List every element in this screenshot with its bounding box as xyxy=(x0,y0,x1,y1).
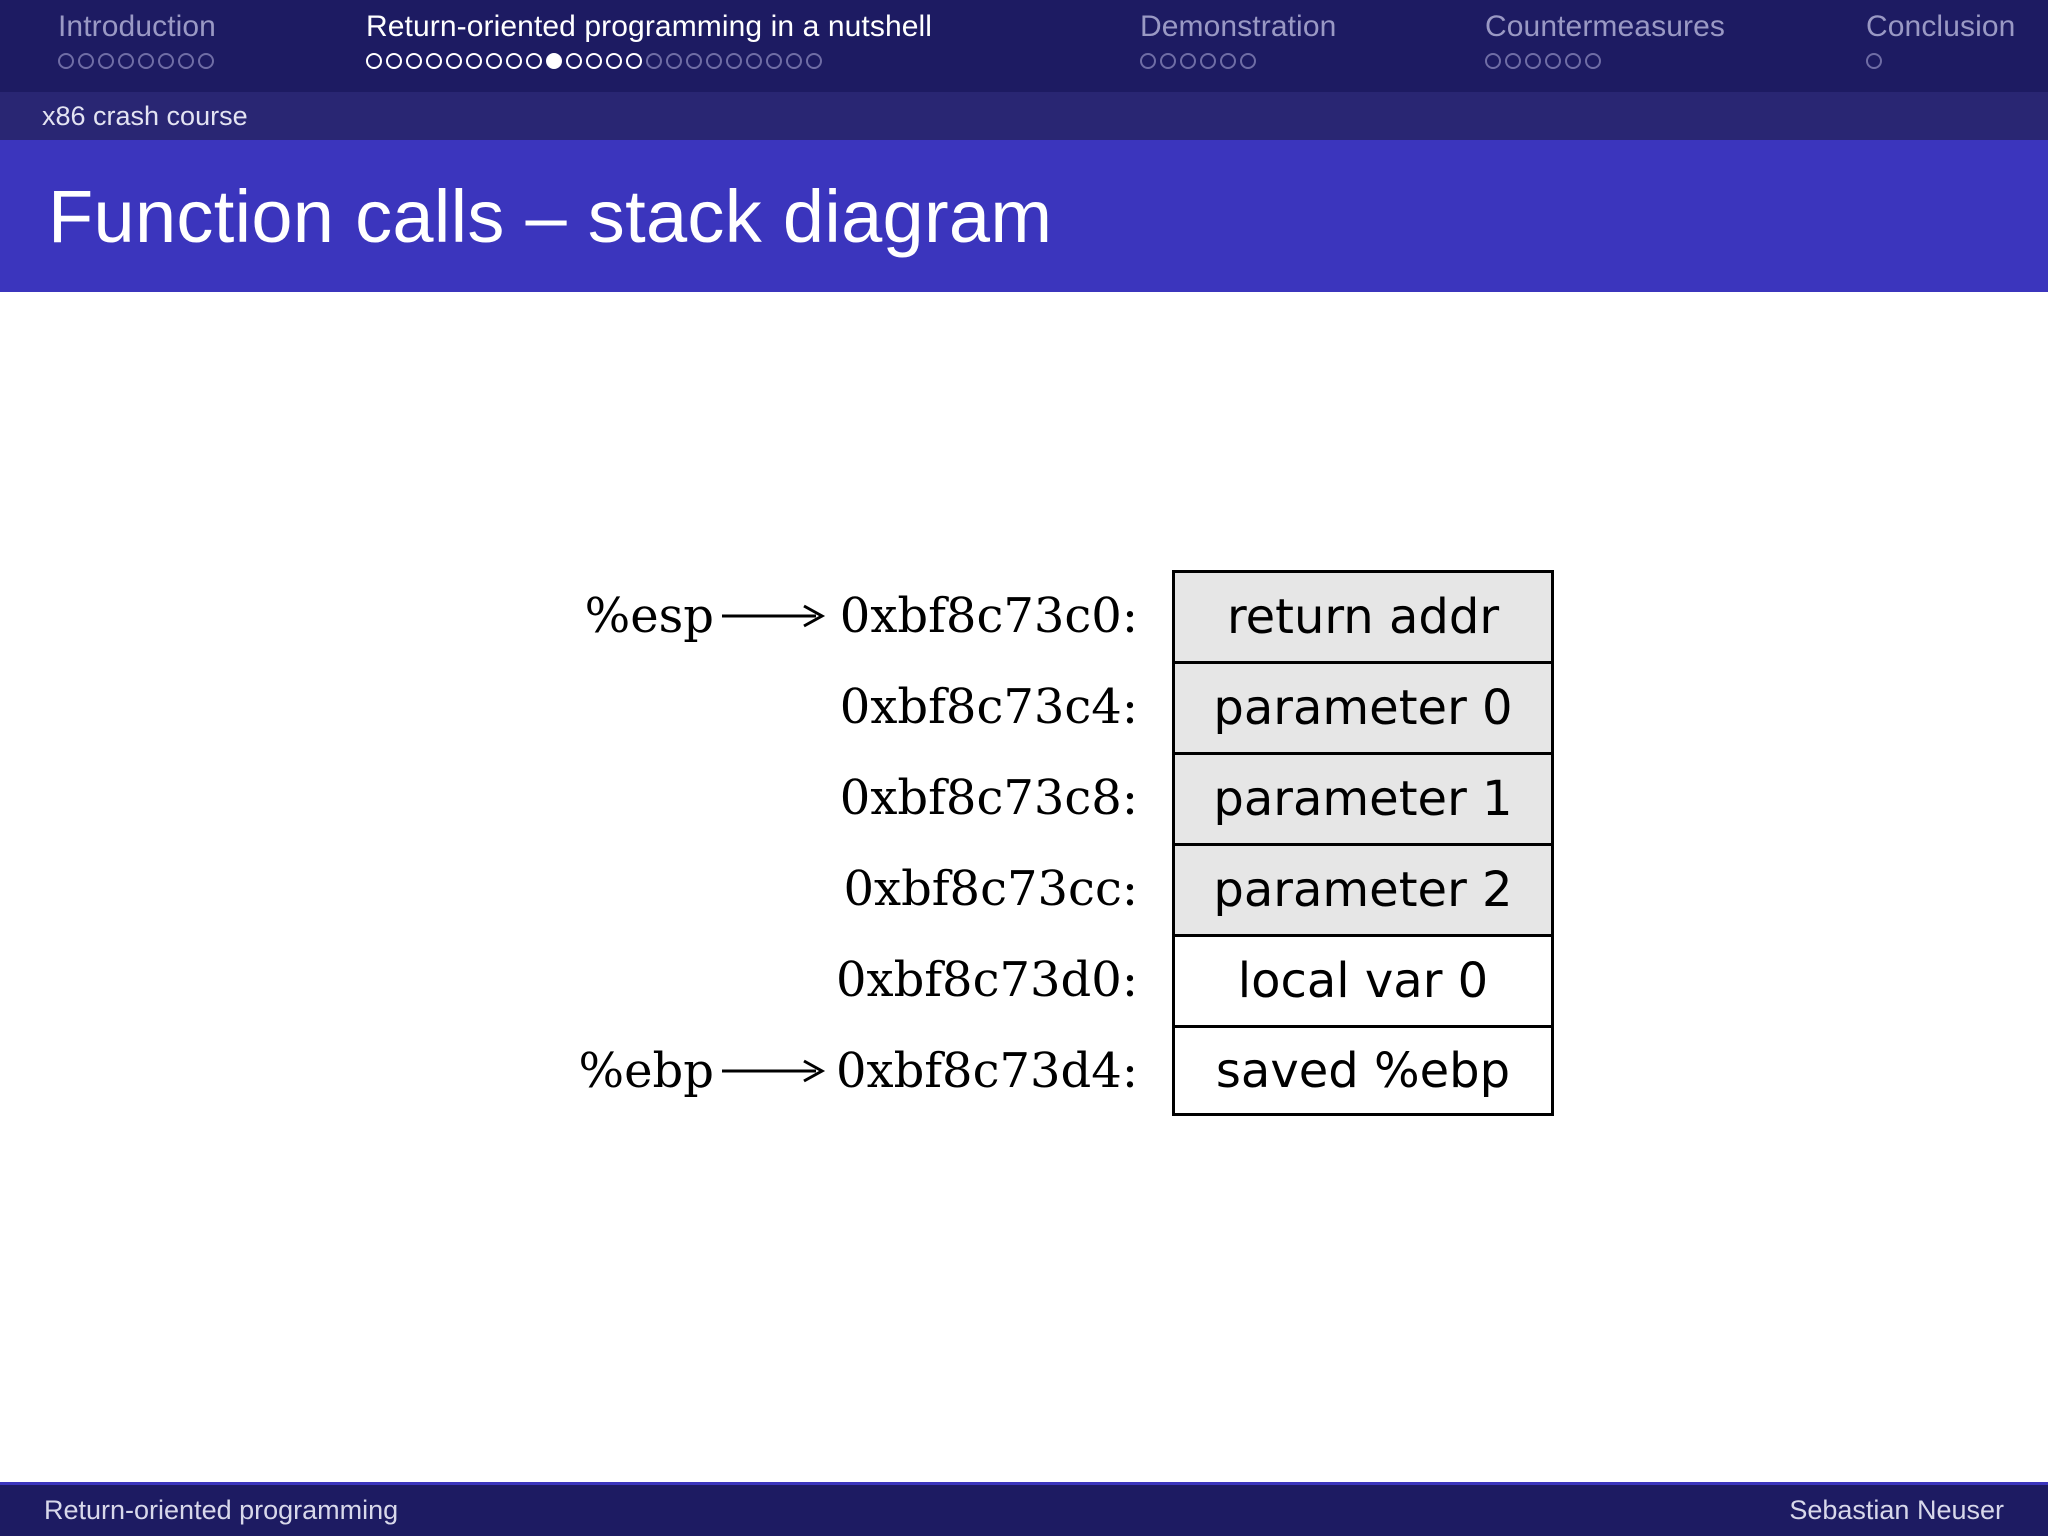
nav-dot-dim-icon[interactable] xyxy=(806,53,822,69)
nav-dot-bright-icon[interactable] xyxy=(486,53,502,69)
stack-row: %esp 0xbf8c73c0: return addr xyxy=(520,570,1554,661)
stack-diagram: %esp 0xbf8c73c0: return addr 0xbf8c73c4: par… xyxy=(520,570,1554,1116)
nav-section-label: Introduction xyxy=(58,10,216,43)
stack-row: 0xbf8c73cc: parameter 2 xyxy=(520,843,1554,934)
nav-dot-bright-icon[interactable] xyxy=(426,53,442,69)
stack-row-register-label xyxy=(520,661,716,752)
nav-dot-bright-icon[interactable] xyxy=(466,53,482,69)
stack-row: %ebp 0xbf8c73d4: saved %ebp xyxy=(520,1025,1554,1116)
footer-presentation-title: Return-oriented programming xyxy=(44,1495,399,1525)
nav-dot-dim-icon[interactable] xyxy=(646,53,662,69)
subsection-bar: x86 crash course xyxy=(0,92,2048,140)
stack-row: 0xbf8c73c8: parameter 1 xyxy=(520,752,1554,843)
nav-dot-dim-icon[interactable] xyxy=(138,53,154,69)
nav-dot-dim-icon[interactable] xyxy=(766,53,782,69)
nav-dot-dim-icon[interactable] xyxy=(1485,53,1501,69)
stack-row-pointer-arrow-icon xyxy=(716,843,834,934)
nav-dot-bright-icon[interactable] xyxy=(526,53,542,69)
slide-footer: Return-oriented programming Sebastian Ne… xyxy=(0,1482,2048,1536)
nav-section-demonstration[interactable]: Demonstration xyxy=(1140,0,1336,74)
slide-body: %esp 0xbf8c73c0: return addr 0xbf8c73c4: par… xyxy=(0,292,2048,1482)
nav-dot-dim-icon[interactable] xyxy=(198,53,214,69)
stack-row-pointer-arrow-icon xyxy=(716,934,834,1025)
stack-cell: parameter 2 xyxy=(1172,843,1554,934)
stack-row: 0xbf8c73d0: local var 0 xyxy=(520,934,1554,1025)
nav-dot-dim-icon[interactable] xyxy=(1866,53,1882,69)
nav-progress-dots xyxy=(58,48,214,74)
nav-dot-dim-icon[interactable] xyxy=(58,53,74,69)
stack-row-pointer-arrow-icon xyxy=(716,752,834,843)
nav-dot-dim-icon[interactable] xyxy=(1160,53,1176,69)
nav-section-label: Demonstration xyxy=(1140,10,1337,43)
nav-section-countermeasures[interactable]: Countermeasures xyxy=(1485,0,1725,74)
nav-dot-bright-icon[interactable] xyxy=(406,53,422,69)
stack-row-pointer-arrow-icon xyxy=(716,570,834,661)
nav-section-introduction[interactable]: Introduction xyxy=(58,0,216,74)
footer-author-name: Sebastian Neuser xyxy=(1789,1495,2004,1525)
nav-dot-filled-icon[interactable] xyxy=(546,53,562,69)
nav-dot-bright-icon[interactable] xyxy=(606,53,622,69)
nav-dot-bright-icon[interactable] xyxy=(386,53,402,69)
top-navigation-bar: Introduction Return-oriented programming … xyxy=(0,0,2048,92)
nav-dot-dim-icon[interactable] xyxy=(1525,53,1541,69)
nav-dot-bright-icon[interactable] xyxy=(586,53,602,69)
nav-section-conclusion[interactable]: Conclusion xyxy=(1866,0,2015,74)
nav-dot-dim-icon[interactable] xyxy=(1200,53,1216,69)
nav-dot-dim-icon[interactable] xyxy=(1505,53,1521,69)
stack-row-register-label xyxy=(520,843,716,934)
nav-progress-dots xyxy=(1485,48,1601,74)
stack-row-address-label: 0xbf8c73c8: xyxy=(839,769,1138,826)
stack-row-register-label: %ebp xyxy=(578,1042,714,1099)
stack-cell: return addr xyxy=(1172,570,1554,661)
stack-row-register-label: %esp xyxy=(584,587,714,644)
nav-dot-dim-icon[interactable] xyxy=(786,53,802,69)
nav-dot-dim-icon[interactable] xyxy=(178,53,194,69)
nav-dot-bright-icon[interactable] xyxy=(626,53,642,69)
nav-dot-dim-icon[interactable] xyxy=(118,53,134,69)
stack-row-pointer-arrow-icon xyxy=(716,661,834,752)
nav-dot-bright-icon[interactable] xyxy=(366,53,382,69)
slide-title-bar: Function calls – stack diagram xyxy=(0,140,2048,292)
nav-dot-dim-icon[interactable] xyxy=(1585,53,1601,69)
nav-dot-dim-icon[interactable] xyxy=(98,53,114,69)
nav-dot-dim-icon[interactable] xyxy=(1545,53,1561,69)
nav-section-label: Conclusion xyxy=(1866,10,2016,43)
stack-cell: local var 0 xyxy=(1172,934,1554,1025)
stack-row-address-label: 0xbf8c73c0: xyxy=(839,587,1138,644)
nav-dot-bright-icon[interactable] xyxy=(566,53,582,69)
nav-progress-dots xyxy=(366,48,822,74)
stack-row-pointer-arrow-icon xyxy=(716,1025,834,1116)
page-title: Function calls – stack diagram xyxy=(48,174,1053,258)
nav-dot-dim-icon[interactable] xyxy=(78,53,94,69)
stack-row-register-label xyxy=(520,752,716,843)
nav-dot-dim-icon[interactable] xyxy=(746,53,762,69)
nav-dot-bright-icon[interactable] xyxy=(506,53,522,69)
nav-progress-dots xyxy=(1866,48,1882,74)
stack-row-address-label: 0xbf8c73cc: xyxy=(843,860,1138,917)
stack-cell: parameter 0 xyxy=(1172,661,1554,752)
nav-section-label: Countermeasures xyxy=(1485,10,1725,43)
nav-dot-dim-icon[interactable] xyxy=(1140,53,1156,69)
nav-dot-dim-icon[interactable] xyxy=(666,53,682,69)
stack-row-address-label: 0xbf8c73c4: xyxy=(839,678,1138,735)
nav-dot-dim-icon[interactable] xyxy=(686,53,702,69)
nav-dot-dim-icon[interactable] xyxy=(1240,53,1256,69)
nav-dot-dim-icon[interactable] xyxy=(1565,53,1581,69)
subsection-label: x86 crash course xyxy=(42,100,248,131)
stack-row: 0xbf8c73c4: parameter 0 xyxy=(520,661,1554,752)
stack-row-register-label xyxy=(520,934,716,1025)
nav-section-return-oriented-programming-in-a-nutshell[interactable]: Return-oriented programming in a nutshel… xyxy=(366,0,932,74)
nav-dot-dim-icon[interactable] xyxy=(158,53,174,69)
nav-dot-dim-icon[interactable] xyxy=(706,53,722,69)
nav-dot-dim-icon[interactable] xyxy=(726,53,742,69)
stack-row-address-label: 0xbf8c73d0: xyxy=(835,951,1138,1008)
stack-cell: parameter 1 xyxy=(1172,752,1554,843)
nav-section-label: Return-oriented programming in a nutshel… xyxy=(366,10,933,43)
nav-progress-dots xyxy=(1140,48,1256,74)
stack-cell: saved %ebp xyxy=(1172,1025,1554,1116)
nav-dot-dim-icon[interactable] xyxy=(1220,53,1236,69)
nav-dot-dim-icon[interactable] xyxy=(1180,53,1196,69)
stack-row-address-label: 0xbf8c73d4: xyxy=(835,1042,1138,1099)
nav-dot-bright-icon[interactable] xyxy=(446,53,462,69)
